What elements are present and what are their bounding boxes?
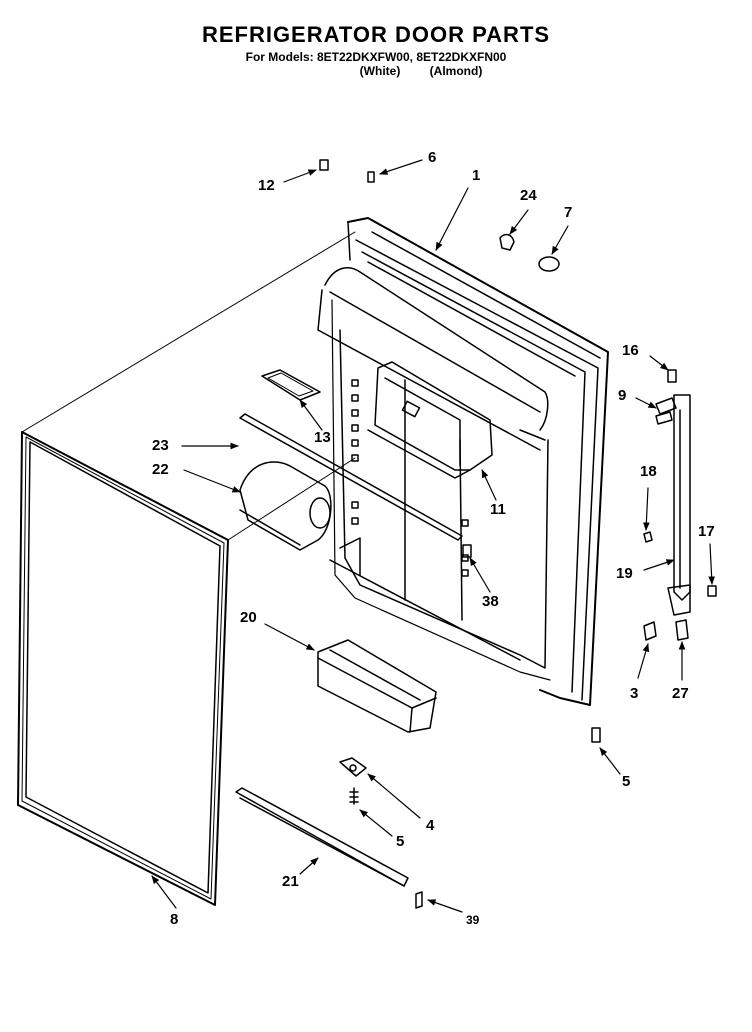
door-gasket — [17, 431, 229, 906]
diagram-title: REFRIGERATOR DOOR PARTS — [201, 22, 551, 47]
models-line: For Models: 8ET22DKXFW00, 8ET22DKXFN00 — [245, 50, 507, 64]
part-label-4: 4 — [426, 817, 435, 834]
part-label-19: 19 — [616, 565, 633, 582]
part-label-7: 7 — [564, 204, 573, 221]
part-label-3: 3 — [630, 685, 639, 702]
part-label-23: 23 — [152, 437, 169, 454]
bottom-trim — [235, 787, 409, 887]
door-shelf-bin — [239, 461, 332, 551]
shelf-trim — [239, 413, 463, 541]
part-label-5-lower: 5 — [396, 833, 405, 850]
door-liner — [317, 217, 609, 706]
part-label-8: 8 — [170, 911, 179, 928]
part-label-20: 20 — [240, 609, 257, 626]
part-label-11: 11 — [490, 501, 506, 518]
part-label-24: 24 — [520, 187, 537, 204]
part-label-6: 6 — [428, 149, 437, 166]
part-label-27: 27 — [672, 685, 689, 702]
lower-hinge — [339, 757, 367, 805]
part-label-16: 16 — [622, 342, 639, 359]
part-label-22: 22 — [152, 461, 169, 478]
part-label-9: 9 — [618, 387, 627, 404]
butter-door — [261, 369, 321, 401]
part-label-39: 39 — [466, 913, 480, 927]
part-label-18: 18 — [640, 463, 657, 480]
dairy-compartment — [367, 361, 493, 479]
small-hardware — [319, 159, 717, 909]
color-legend: (White) (Almond) — [0, 64, 752, 78]
part-label-5-right: 5 — [622, 773, 631, 790]
color-white: (White) — [359, 64, 401, 78]
part-label-1: 1 — [472, 167, 481, 184]
part-label-12: 12 — [258, 177, 275, 194]
bottom-door-bin — [317, 639, 437, 733]
color-almond: (Almond) — [429, 64, 483, 78]
hinge-rod — [667, 394, 691, 616]
part-label-17: 17 — [698, 523, 715, 540]
part-label-13: 13 — [314, 429, 331, 446]
part-label-21: 21 — [282, 873, 299, 890]
part-label-38: 38 — [482, 593, 499, 610]
leader-lines — [151, 159, 715, 913]
